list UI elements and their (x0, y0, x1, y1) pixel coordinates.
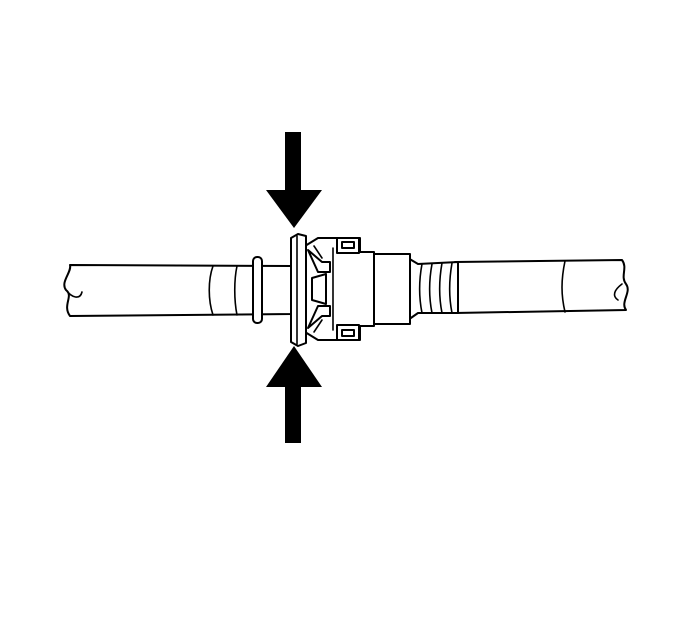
left-pipe (63, 264, 293, 317)
barbed-end (407, 257, 459, 321)
arrow-down-icon (266, 132, 322, 228)
arrow-up-icon (266, 346, 322, 443)
quick-connector (290, 233, 411, 347)
right-pipe (454, 259, 629, 314)
retaining-ring (252, 256, 263, 324)
